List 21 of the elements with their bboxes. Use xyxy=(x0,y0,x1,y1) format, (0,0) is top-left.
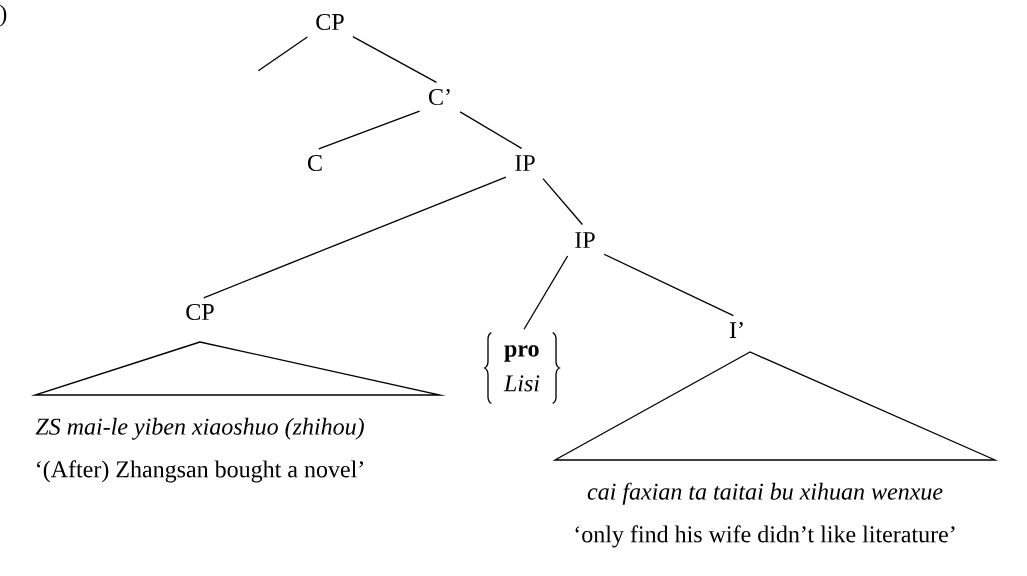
node-label: ‘only find his wife didn’t like literature’ xyxy=(575,525,955,548)
example-number: ) xyxy=(0,4,7,27)
node-label: cai faxian ta taitai bu xihuan wenxue xyxy=(587,482,943,505)
tree-branch xyxy=(542,177,584,226)
tree-branch xyxy=(523,255,569,330)
bracketed-alternatives: pro Lisi xyxy=(484,332,560,404)
category-label: C’ xyxy=(429,88,450,106)
node-label: ZS mai-le yiben xiaoshuo (zhihou) xyxy=(35,417,364,440)
tree-branch xyxy=(257,36,309,72)
tree-branch xyxy=(352,36,438,83)
tree-branch xyxy=(318,110,421,150)
node-label: ‘(After) Zhangsan bought a novel’ xyxy=(37,460,363,483)
category-label: CP xyxy=(186,303,214,321)
category-label: IP xyxy=(515,155,535,171)
tree-branch xyxy=(203,176,507,299)
category-label: I’ xyxy=(729,322,743,338)
category-label: IP xyxy=(575,232,595,248)
category-label: C xyxy=(308,154,322,172)
category-label: CP xyxy=(316,13,344,31)
tree-branch xyxy=(603,253,735,317)
tree-branch xyxy=(459,111,523,150)
